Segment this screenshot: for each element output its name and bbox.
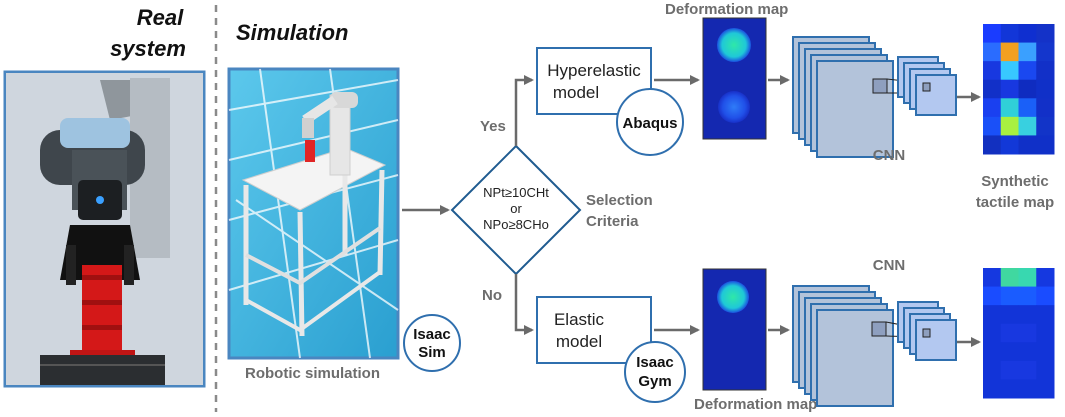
tactile-bottom-cell bbox=[983, 286, 1002, 306]
abaqus-label: Abaqus bbox=[622, 115, 677, 132]
real-system-title-line1: Real bbox=[137, 5, 184, 30]
tactile-bottom-cell bbox=[1018, 286, 1037, 306]
tactile-top-cell bbox=[1036, 42, 1055, 62]
deformation-map-top bbox=[702, 17, 767, 140]
tactile-top-cell bbox=[1000, 42, 1019, 62]
tactile-bottom-cell bbox=[1018, 323, 1037, 343]
tactile-bottom-cell bbox=[1018, 305, 1037, 325]
elastic-line2: model bbox=[556, 332, 602, 351]
tactile-top-cell bbox=[1018, 98, 1037, 118]
tactile-bottom-cell bbox=[1036, 268, 1055, 288]
tactile-bottom-cell bbox=[1000, 342, 1019, 362]
criteria-line2: or bbox=[510, 201, 522, 216]
cnn-top-label: CNN bbox=[873, 147, 906, 164]
tactile-top-cell bbox=[1018, 24, 1037, 44]
tactile-bottom-cell bbox=[983, 342, 1002, 362]
tactile-top-cell bbox=[1000, 135, 1019, 155]
tactile-top-cell bbox=[983, 98, 1002, 118]
tactile-top-cell bbox=[1018, 135, 1037, 155]
isaac-sim-badge bbox=[403, 314, 461, 372]
criteria-line1: NPt≥10CHt bbox=[483, 185, 549, 200]
tactile-bottom-cell bbox=[1000, 268, 1019, 288]
deformation-map-top-label: Deformation map bbox=[665, 1, 788, 18]
tactile-bottom-cell bbox=[1000, 360, 1019, 380]
simulation-title: Simulation bbox=[236, 20, 348, 45]
tactile-bottom-cell bbox=[983, 268, 1002, 288]
robotic-simulation-label: Robotic simulation bbox=[245, 365, 380, 382]
tactile-bottom-cell bbox=[1036, 379, 1055, 399]
tactile-top-cell bbox=[1018, 61, 1037, 81]
tactile-bottom-cell bbox=[1018, 268, 1037, 288]
tactile-bottom-cell bbox=[1018, 360, 1037, 380]
arrow-no-branch bbox=[514, 274, 534, 335]
isaac-gym-badge bbox=[624, 341, 686, 403]
cnn-bottom bbox=[792, 285, 957, 407]
tactile-top-cell bbox=[1036, 116, 1055, 136]
synthetic-label-line2: tactile map bbox=[976, 194, 1054, 211]
tactile-bottom-cell bbox=[1036, 360, 1055, 380]
tactile-top-cell bbox=[1018, 116, 1037, 136]
yes-label: Yes bbox=[480, 118, 506, 135]
tactile-top-cell bbox=[983, 135, 1002, 155]
tactile-top-cell bbox=[1000, 24, 1019, 44]
arrow-yes-branch bbox=[514, 75, 534, 146]
tactile-bottom-cell bbox=[1036, 342, 1055, 362]
tactile-bottom-cell bbox=[983, 305, 1002, 325]
tactile-top-cell bbox=[1018, 42, 1037, 62]
tactile-bottom-cell bbox=[1018, 379, 1037, 399]
tactile-top-cell bbox=[983, 79, 1002, 99]
real-robot-photo bbox=[3, 70, 206, 388]
tactile-bottom-cell bbox=[983, 323, 1002, 343]
synthetic-label-line1: Synthetic bbox=[981, 173, 1049, 190]
tactile-top-cell bbox=[983, 116, 1002, 136]
selection-criteria-line1: Selection bbox=[586, 192, 653, 209]
tactile-top-cell bbox=[1000, 98, 1019, 118]
tactile-bottom-cell bbox=[983, 360, 1002, 380]
tactile-bottom-cell bbox=[1018, 342, 1037, 362]
tactile-top-cell bbox=[983, 42, 1002, 62]
isaac-gym-label-line2: Gym bbox=[638, 373, 671, 390]
tactile-bottom-cell bbox=[1036, 286, 1055, 306]
tactile-bottom-cell bbox=[1000, 286, 1019, 306]
synthetic-tactile-map-top bbox=[983, 24, 1055, 155]
tactile-bottom-cell bbox=[1000, 379, 1019, 399]
hyperelastic-line1: Hyperelastic bbox=[547, 61, 641, 80]
elastic-line1: Elastic bbox=[554, 310, 605, 329]
tactile-bottom-cell bbox=[1036, 323, 1055, 343]
selection-criteria-line2: Criteria bbox=[586, 213, 639, 230]
tactile-top-cell bbox=[983, 24, 1002, 44]
tactile-top-cell bbox=[1000, 116, 1019, 136]
real-system-title-line2: system bbox=[110, 36, 186, 61]
tactile-top-cell bbox=[1036, 79, 1055, 99]
simulation-render bbox=[227, 67, 400, 360]
tactile-top-cell bbox=[1000, 79, 1019, 99]
tactile-top-cell bbox=[1036, 24, 1055, 44]
criteria-line3: NPo≥8CHo bbox=[483, 217, 549, 232]
tactile-bottom-cell bbox=[1036, 305, 1055, 325]
tactile-top-cell bbox=[1036, 135, 1055, 155]
hyperelastic-line2: model bbox=[553, 83, 599, 102]
tactile-bottom-cell bbox=[1000, 323, 1019, 343]
tactile-top-cell bbox=[1036, 98, 1055, 118]
isaac-sim-label-line2: Sim bbox=[418, 344, 446, 361]
tactile-bottom-cell bbox=[1000, 305, 1019, 325]
deformation-map-bottom-label: Deformation map bbox=[694, 396, 817, 413]
isaac-gym-label-line1: Isaac bbox=[636, 354, 674, 371]
tactile-top-cell bbox=[1036, 61, 1055, 81]
synthetic-tactile-map-bottom bbox=[983, 268, 1055, 399]
cnn-bottom-label: CNN bbox=[873, 257, 906, 274]
isaac-sim-label-line1: Isaac bbox=[413, 326, 451, 343]
tactile-top-cell bbox=[1000, 61, 1019, 81]
tactile-bottom-cell bbox=[983, 379, 1002, 399]
no-label: No bbox=[482, 287, 502, 304]
abaqus-badge bbox=[616, 88, 684, 156]
deformation-map-bottom bbox=[702, 268, 767, 391]
tactile-top-cell bbox=[983, 61, 1002, 81]
tactile-top-cell bbox=[1018, 79, 1037, 99]
cnn-top bbox=[792, 36, 957, 158]
